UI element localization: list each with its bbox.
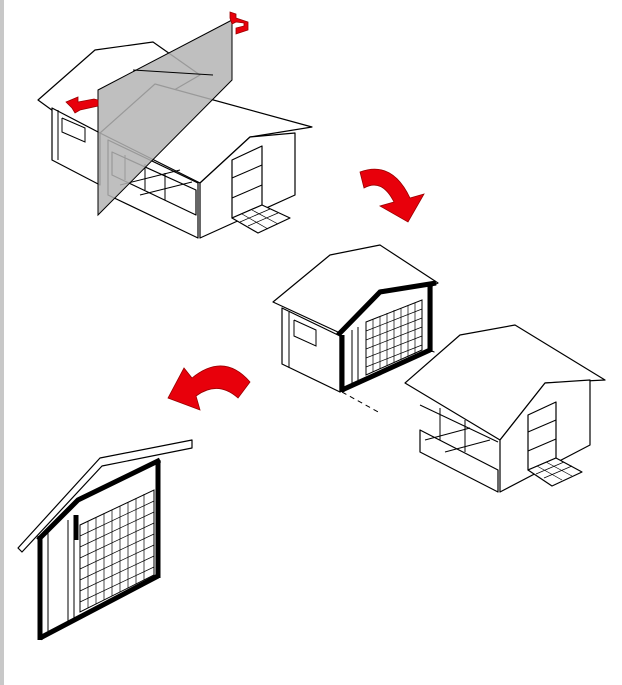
rotate-arrow-icon xyxy=(167,365,251,411)
rotate-arrow-icon xyxy=(359,168,425,223)
house-front-half xyxy=(272,244,451,414)
house-with-cut-plane xyxy=(37,19,313,239)
section-cut-arrow xyxy=(65,11,249,114)
section-elevation xyxy=(17,439,193,641)
house-rear-half xyxy=(404,324,606,493)
left-border xyxy=(0,0,4,685)
